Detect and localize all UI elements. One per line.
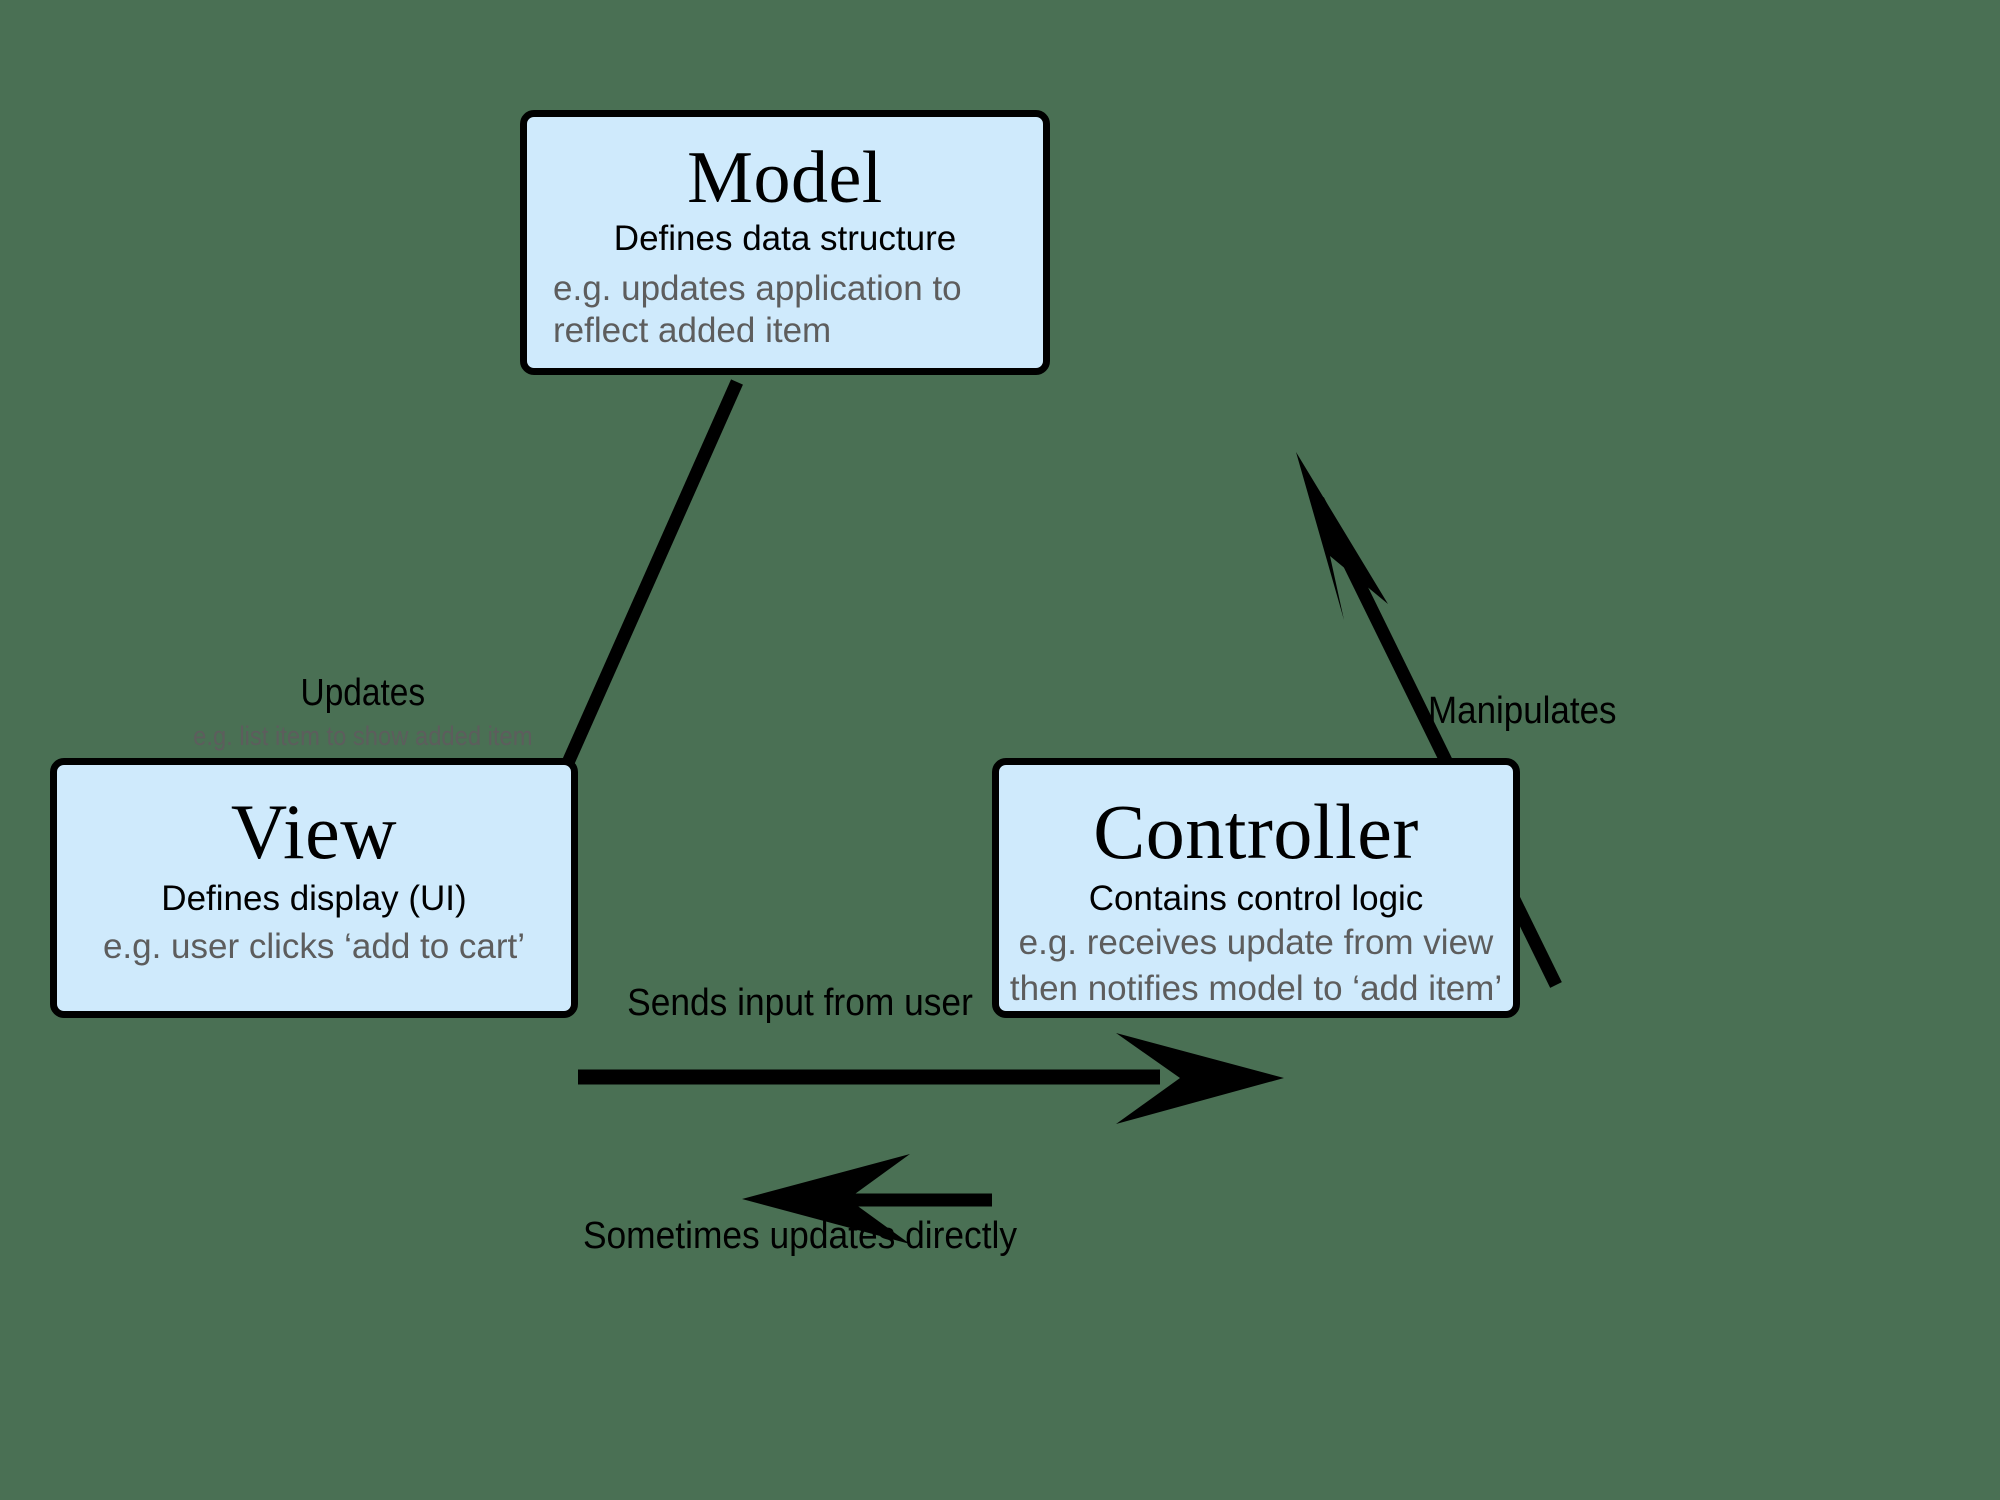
node-view-example: e.g. user clicks ‘add to cart’: [102, 926, 526, 966]
node-view[interactable]: View Defines display (UI) e.g. user clic…: [50, 758, 578, 1018]
node-model-subtitle: Defines data structure: [613, 219, 957, 258]
edge-label-sends-input-text: Sends input from user: [627, 982, 973, 1024]
edge-label-updates-example: e.g. list item to show added item: [193, 721, 533, 751]
edge-label-manipulates-text: Manipulates: [1428, 690, 1617, 732]
node-view-title: View: [230, 788, 398, 875]
edge-label-manipulates: Manipulates: [1428, 690, 1633, 733]
edge-label-sends-input: Sends input from user: [614, 982, 986, 1025]
node-controller[interactable]: Controller Contains control logic e.g. r…: [992, 758, 1520, 1018]
node-model-title: Model: [687, 137, 883, 219]
edge-label-updates: Updates e.g. list item to show added ite…: [170, 672, 556, 752]
node-controller-example-line2: then notifies model to ‘add item’: [1009, 969, 1503, 1009]
edge-label-sometimes-updates-text: Sometimes updates directly: [582, 1215, 1018, 1257]
arrow-view-to-controller: [578, 1033, 1284, 1124]
node-view-subtitle: Defines display (UI): [161, 879, 467, 918]
node-model-example: e.g. updates application to reflect adde…: [553, 268, 962, 351]
edge-label-sometimes-updates: Sometimes updates directly: [567, 1215, 1034, 1258]
node-model[interactable]: Model Defines data structure e.g. update…: [520, 110, 1050, 375]
edge-label-updates-text: Updates: [300, 672, 426, 714]
node-controller-example-line1: e.g. receives update from view: [1018, 922, 1494, 962]
node-controller-subtitle: Contains control logic: [1088, 879, 1424, 918]
node-controller-title: Controller: [1093, 788, 1419, 875]
